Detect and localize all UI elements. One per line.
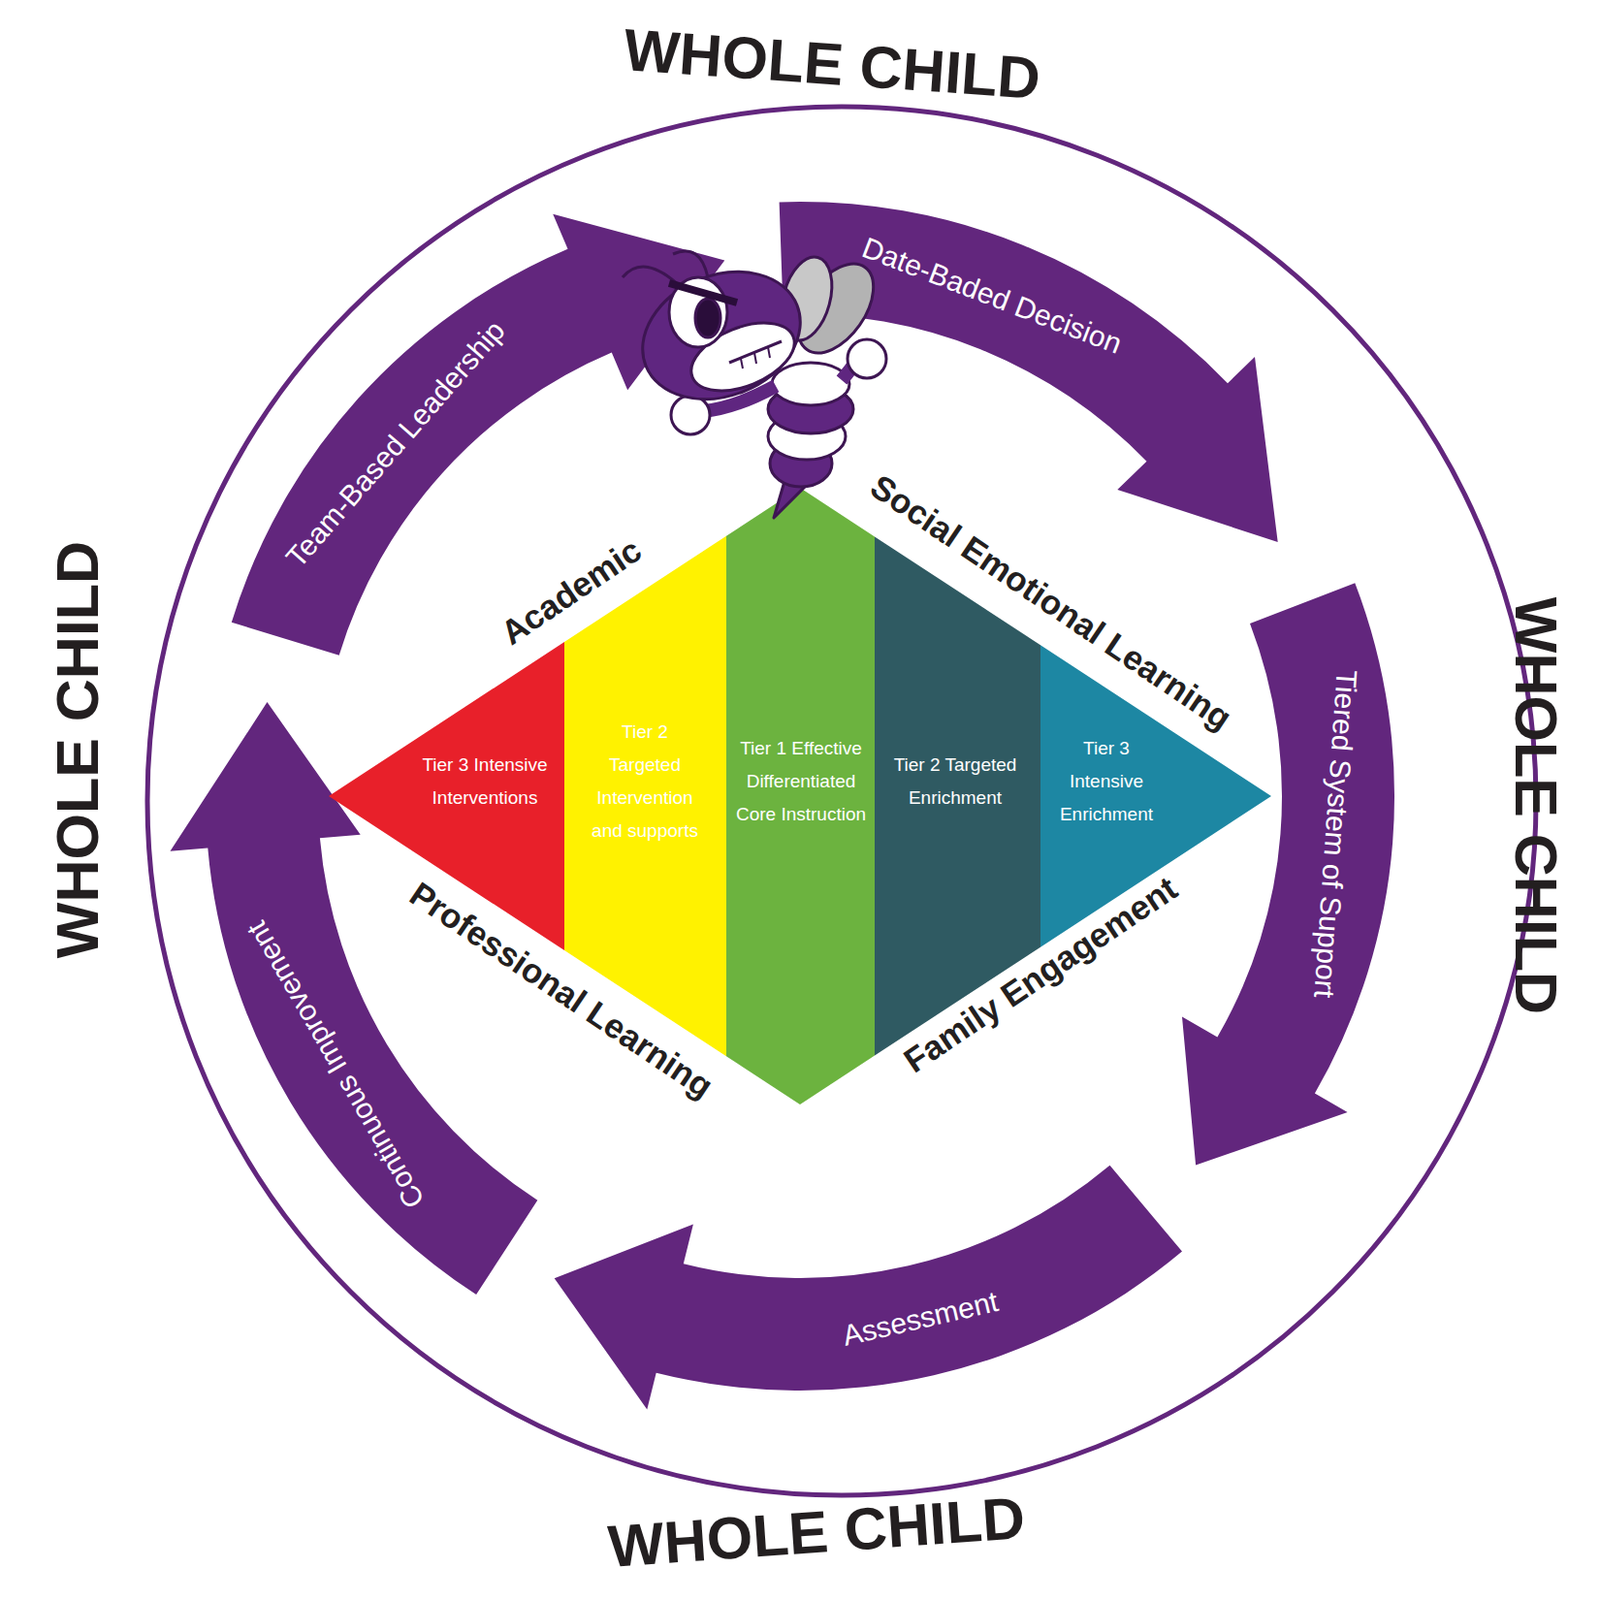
tier-band-shape bbox=[726, 487, 875, 1105]
mascot-part bbox=[847, 339, 887, 379]
tier-band: Tier 3 Intensive Enrichment bbox=[1040, 487, 1272, 1105]
mascot-part bbox=[768, 384, 854, 434]
mascot-part bbox=[729, 341, 782, 363]
cycle-arrow: Assessment bbox=[508, 1129, 1212, 1433]
ring-title: WHOLE CHILD bbox=[621, 15, 1043, 113]
node-outline bbox=[508, 1129, 1212, 1433]
mascot-part bbox=[695, 298, 721, 338]
mascot-part bbox=[681, 309, 804, 405]
tier-band: Tier 1 Effective Differentiated Core Ins… bbox=[726, 487, 875, 1105]
mascot-part bbox=[671, 395, 710, 435]
node-outline bbox=[726, 487, 875, 1105]
tier-label: Tier 3 Intensive Enrichment bbox=[1048, 732, 1165, 832]
mascot-part bbox=[704, 385, 776, 412]
mascot-part bbox=[768, 413, 846, 460]
tier-label: Tier 2 Targeted Intervention and support… bbox=[586, 715, 704, 849]
arrow-label: Team-Based Leadership bbox=[279, 314, 512, 575]
tier-label: Tier 2 Targeted Enrichment bbox=[890, 748, 1022, 815]
tier-band-shape bbox=[564, 536, 727, 1057]
mascot-part bbox=[740, 347, 770, 369]
outer-ring bbox=[147, 106, 1536, 1496]
ring-title: WHOLE CHILD bbox=[1502, 597, 1570, 1015]
node-outline bbox=[1040, 487, 1272, 1105]
curved-arrow-shape bbox=[1182, 582, 1395, 1165]
ring-title: WHOLE CHILD bbox=[43, 541, 112, 959]
tier-label: Tier 1 Effective Differentiated Core Ins… bbox=[733, 732, 869, 832]
ring-title: WHOLE CHILD bbox=[606, 1483, 1027, 1581]
curved-arrow-shape bbox=[554, 1165, 1183, 1410]
mascot-part bbox=[841, 358, 858, 381]
mascot-part bbox=[771, 362, 850, 406]
mascot-part bbox=[769, 440, 832, 487]
tier-band: Tier 3 Intensive Interventions bbox=[328, 487, 565, 1105]
curved-arrow-shape bbox=[779, 201, 1279, 543]
tier-label: Tier 3 Intensive Interventions bbox=[416, 748, 553, 815]
